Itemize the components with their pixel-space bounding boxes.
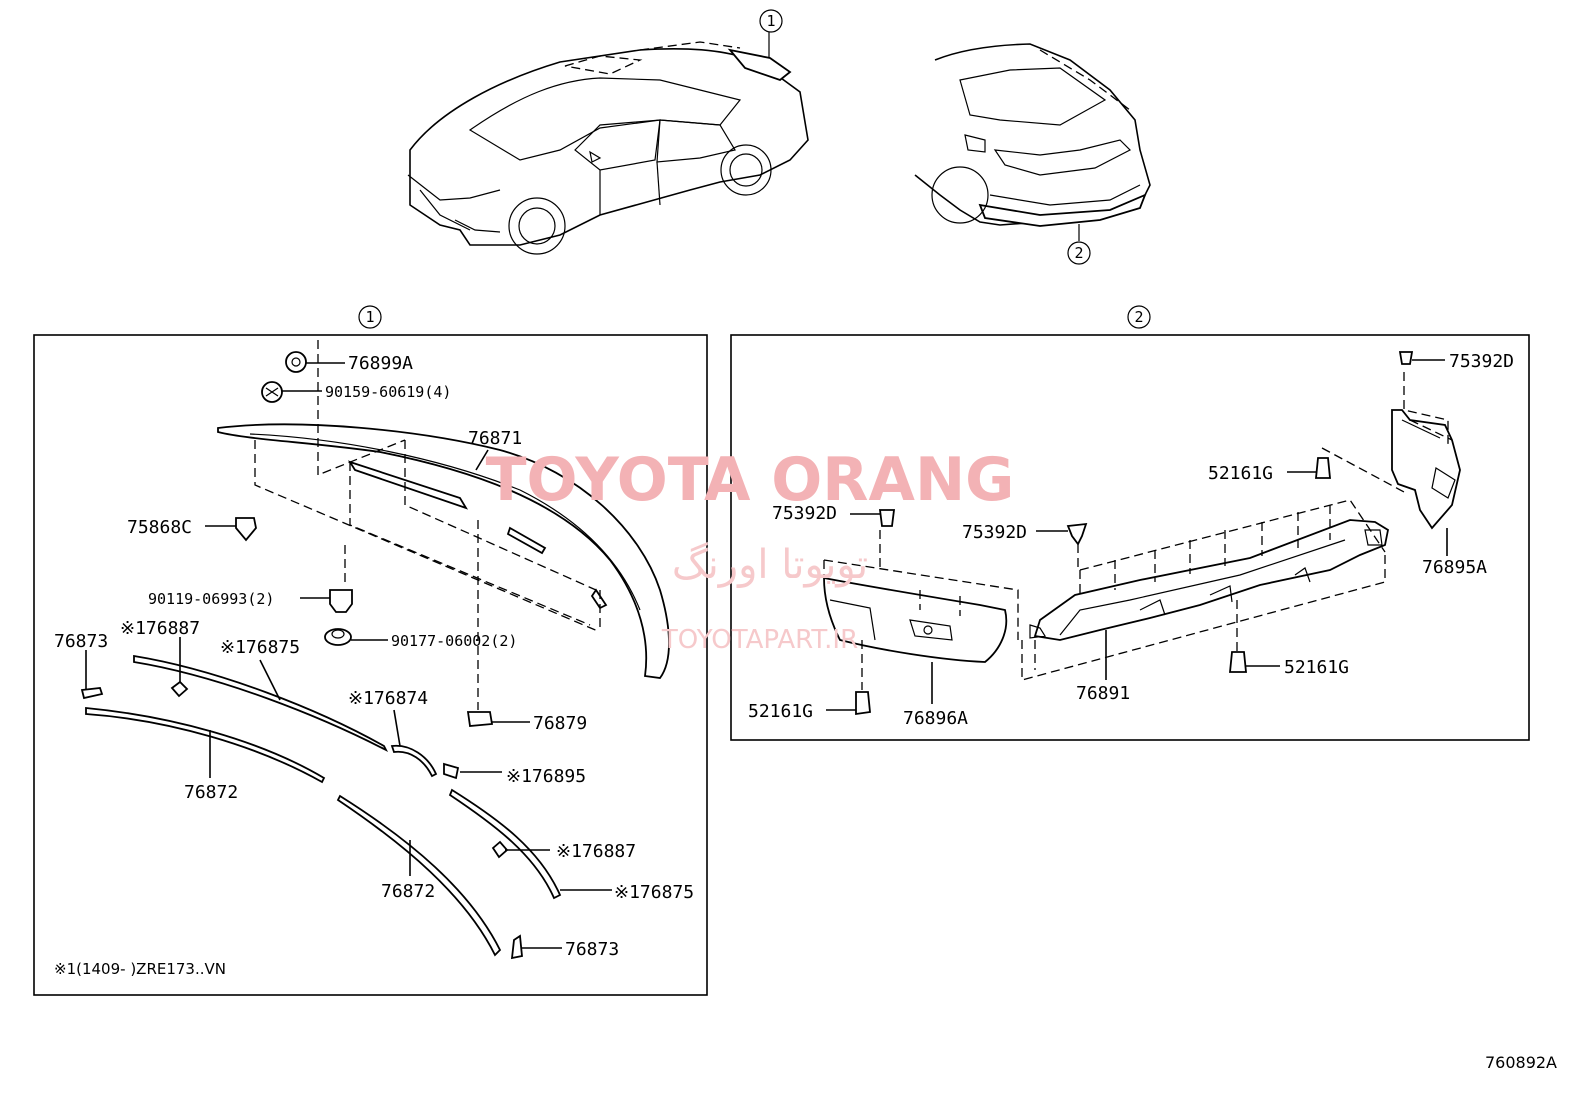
- watermark-url: TOYOTAPART.IR: [661, 625, 858, 655]
- watermark-farsi: تویوتا اورنگ: [672, 542, 868, 588]
- label-176874: ※176874: [348, 688, 428, 709]
- watermark-brand: TOYOTA ORANG: [486, 445, 1015, 515]
- svg-text:75392D: 75392D: [1449, 351, 1514, 372]
- section-1-callout: 1: [358, 305, 382, 329]
- svg-text:1: 1: [766, 12, 775, 30]
- watermark: TOYOTA ORANG تویوتا اورنگ TOYOTAPART.IR: [486, 445, 1015, 655]
- svg-text:76899A: 76899A: [348, 353, 413, 374]
- section-1-frame: [33, 334, 708, 996]
- label-176887-b: ※176887: [556, 841, 636, 862]
- clip-75392D-mid: 75392D: [962, 522, 1088, 546]
- svg-text:75392D: 75392D: [772, 503, 837, 524]
- label-176895: ※176895: [506, 766, 586, 787]
- section-2-frame: [730, 334, 1530, 741]
- clip-52161G-top: 52161G: [1208, 457, 1331, 484]
- clip-76899A: 76899A: [285, 351, 413, 374]
- svg-text:75868C: 75868C: [127, 517, 192, 538]
- svg-text:52161G: 52161G: [748, 701, 813, 722]
- side-spoiler-76896A: [823, 576, 1008, 663]
- bolt-90119: 90119-06993(2): [148, 589, 353, 613]
- label-176875-a: ※176875: [220, 637, 300, 658]
- sedan-rear-view: [914, 43, 1151, 227]
- footnote: ※1(1409- )ZRE173..VN: [54, 960, 226, 978]
- label-176875-b: ※176875: [614, 882, 694, 903]
- sedan-front-view: [407, 41, 809, 255]
- svg-text:2: 2: [1074, 244, 1083, 262]
- rear-spoiler-76891: [1029, 519, 1390, 641]
- svg-text:76879: 76879: [533, 713, 587, 734]
- svg-text:52161G: 52161G: [1284, 657, 1349, 678]
- svg-text:90177-06002(2): 90177-06002(2): [391, 632, 517, 650]
- label-76872-b: 76872: [381, 881, 435, 902]
- molding-strips: [80, 654, 562, 960]
- svg-text:1: 1: [365, 308, 374, 326]
- svg-text:75392D: 75392D: [962, 522, 1027, 543]
- svg-text:2: 2: [1134, 308, 1143, 326]
- label-76873-a: 76873: [54, 631, 108, 652]
- label-76871: 76871: [468, 428, 522, 449]
- label-76873-b: 76873: [565, 939, 619, 960]
- svg-text:90159-60619(4): 90159-60619(4): [325, 383, 451, 401]
- clip-75868C: 75868C: [127, 517, 257, 542]
- label-76891: 76891: [1076, 683, 1130, 704]
- callout-1-vehicle: 1: [759, 9, 783, 58]
- clip-75392D-top: 75392D: [1398, 351, 1514, 372]
- label-176887-a: ※176887: [120, 618, 200, 639]
- section-2-callout: 2: [1127, 305, 1151, 329]
- clip-52161G-mid: 52161G: [1229, 651, 1349, 678]
- label-76895A: 76895A: [1422, 557, 1487, 578]
- svg-text:52161G: 52161G: [1208, 463, 1273, 484]
- nut-90177: 90177-06002(2): [324, 628, 517, 650]
- callout-2-vehicle: 2: [1067, 224, 1091, 265]
- clip-52161G-left: 52161G: [748, 691, 871, 722]
- nut-76879: 76879: [466, 711, 587, 734]
- clip-75392D-left: 75392D: [772, 503, 896, 527]
- drawing-code: 760892A: [1485, 1053, 1557, 1072]
- screw-90159: 90159-60619(4): [261, 381, 451, 403]
- spoiler-76871: [217, 423, 670, 679]
- svg-text:90119-06993(2): 90119-06993(2): [148, 590, 274, 608]
- label-76896A: 76896A: [903, 708, 968, 729]
- label-76872-a: 76872: [184, 782, 238, 803]
